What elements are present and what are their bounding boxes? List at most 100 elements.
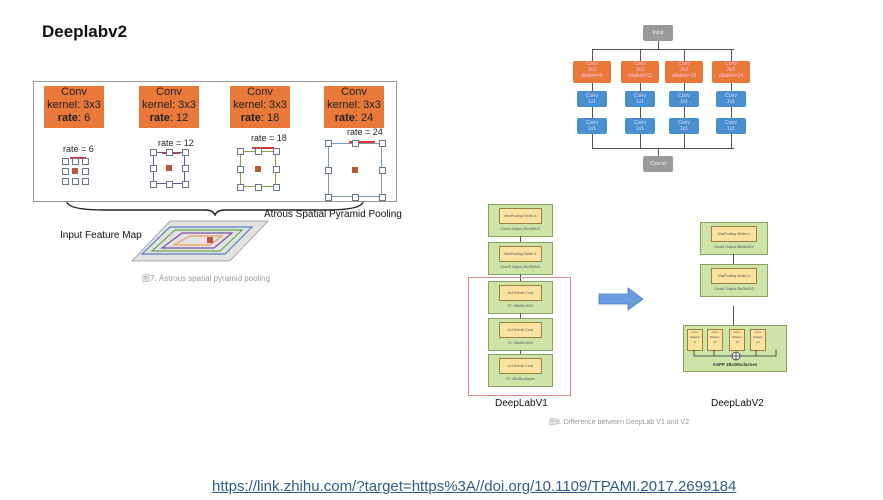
v1-highlight-box (468, 277, 571, 396)
conv-title: Conv (341, 86, 367, 98)
conv-rate-key: rate (334, 112, 355, 124)
sample-cell (379, 194, 386, 201)
sample-cell (150, 181, 157, 188)
conv-title: Conv (61, 86, 87, 98)
conv-box-rate-18: Conv kernel: 3x3 rate: 18 (230, 86, 290, 128)
layer-op: MaxPooling Stride=1 (711, 268, 757, 284)
brace-icon (66, 201, 364, 216)
connector (519, 236, 521, 242)
sample-cell (62, 178, 69, 185)
sum-icon (693, 350, 777, 361)
rate-arrow-18 (252, 147, 274, 149)
figure-8-caption: 图8. Difference between DeepLab V1 and V2 (549, 419, 689, 426)
deeplab-v1-label: DeepLabV1 (495, 398, 548, 409)
layer-op: MaxPooling Stride=1 (711, 226, 757, 242)
sample-cell (325, 194, 332, 201)
connector (592, 148, 734, 149)
center-cell (352, 167, 358, 173)
conv-title: Conv (156, 86, 182, 98)
layer-output: Conv4 Output 28x28x512 (714, 245, 754, 249)
layer-op: MaxPooling Stride=1 (499, 208, 542, 224)
sample-cell (182, 181, 189, 188)
layer-output: Conv5 Output 28x28x512 (714, 287, 754, 291)
connector (731, 107, 732, 118)
connector (592, 134, 593, 148)
sample-cell (237, 184, 244, 191)
figure-7-caption: 图7. Astrous spatial pyramid pooling (142, 274, 271, 283)
connector (658, 148, 659, 156)
reference-link[interactable]: https://link.zhihu.com/?target=https%3A/… (212, 478, 737, 495)
sample-cell (273, 148, 280, 155)
sample-cell (237, 148, 244, 155)
input-feature-map (131, 220, 269, 262)
conv-rate-val: : 6 (77, 112, 91, 124)
conv-kernel: kernel: 3x3 (327, 99, 381, 111)
slide-title: Deeplabv2 (42, 22, 128, 41)
aspp-block-label: ASPP 28x28xclasses (712, 362, 758, 367)
connector (640, 49, 641, 61)
sample-cell (72, 158, 79, 165)
conv-box-rate-12: Conv kernel: 3x3 rate: 12 (139, 86, 199, 128)
layer-op: 1x1 Kernel Conv (499, 358, 542, 374)
connector (684, 83, 685, 91)
sample-cell (182, 149, 189, 156)
deeplab-v2-label: DeepLabV2 (711, 398, 764, 409)
sample-cell (325, 140, 332, 147)
layer-output: Conv5 Output 28x28x512 (500, 265, 541, 269)
sample-cell (273, 166, 280, 173)
connector (731, 83, 732, 91)
sample-cell (62, 158, 69, 165)
layer-output: FC 28x28x1024 (508, 341, 533, 345)
conv-rate-val: : 18 (260, 112, 280, 124)
arrow-right-icon (598, 287, 644, 311)
connector (592, 107, 593, 118)
connector (592, 83, 593, 91)
sample-cell (255, 184, 262, 191)
layer-block: 1x1 Kernel Conv FC 28x28x1024 (488, 318, 553, 351)
connector (684, 134, 685, 148)
sample-cell (82, 158, 89, 165)
sample-cell (62, 168, 69, 175)
layer-op: 1x1 Kernel Conv (499, 322, 542, 338)
conv-rate-key: rate (57, 112, 78, 124)
conv-title: Conv (247, 86, 273, 98)
sample-cell (182, 165, 189, 172)
connector (731, 49, 732, 61)
conv-box-rate-24: Conv kernel: 3x3 rate: 24 (324, 86, 384, 128)
connector (592, 49, 593, 61)
connector (519, 313, 521, 318)
conv-kernel: kernel: 3x3 (142, 99, 196, 111)
rate-arrow-24 (349, 141, 375, 143)
connector (733, 306, 734, 325)
rate-label-6: rate = 6 (63, 144, 94, 154)
rate-label-24: rate = 24 (347, 127, 383, 137)
sample-cell (150, 149, 157, 156)
concat-node: Concat (643, 156, 673, 172)
connector (684, 49, 685, 61)
center-cell (166, 165, 172, 171)
connector (731, 134, 732, 148)
sample-cell (352, 140, 359, 147)
sample-cell (82, 168, 89, 175)
sample-cell (273, 184, 280, 191)
connector (592, 49, 734, 50)
